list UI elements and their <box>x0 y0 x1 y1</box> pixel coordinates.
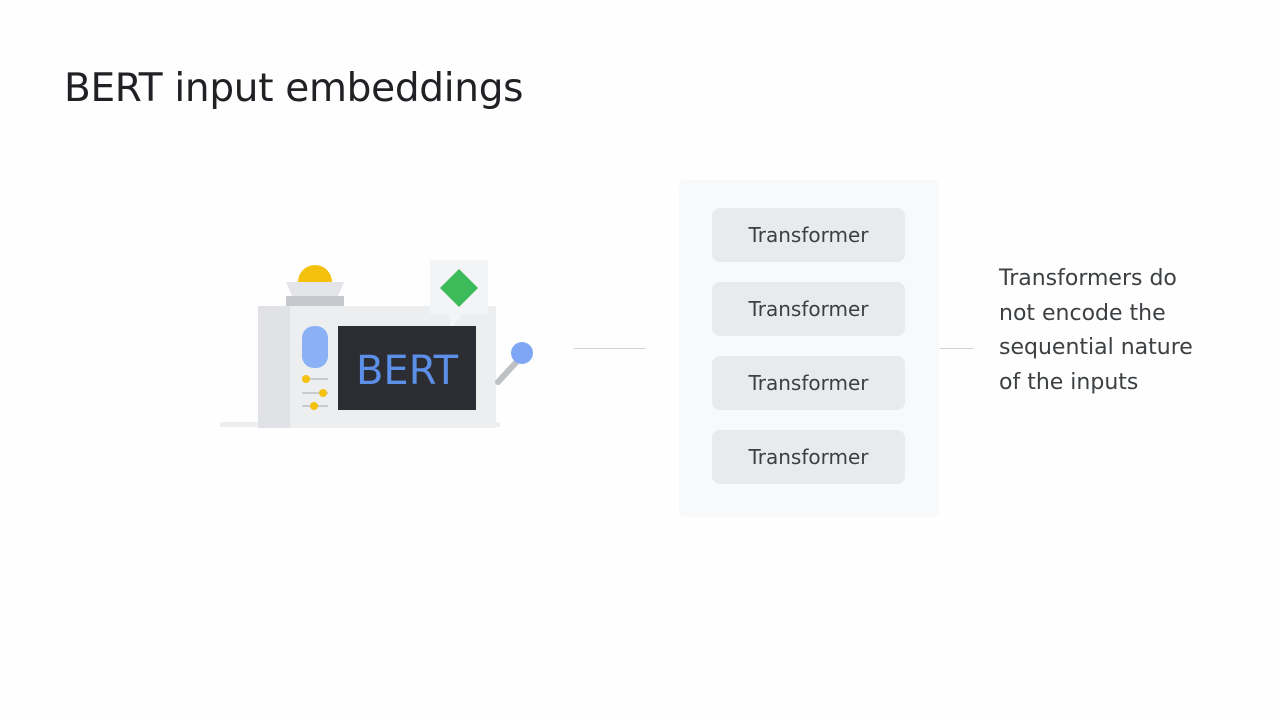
screen-label: BERT <box>356 348 459 394</box>
transformer-block: Transformer <box>712 208 905 262</box>
diamond-icon <box>440 269 478 307</box>
side-note: Transformers do not encode the sequentia… <box>999 266 1193 395</box>
bert-machine-graphic: BERT <box>220 260 533 428</box>
machine-screen <box>338 326 476 410</box>
knob-icon <box>511 342 533 364</box>
slide-title: BERT input embeddings <box>64 66 524 111</box>
connector-line-left <box>574 348 646 349</box>
slider-dot-icon <box>319 389 327 397</box>
transformer-block: Transformer <box>712 356 905 410</box>
transformer-stack: Transformer Transformer Transformer Tran… <box>679 180 939 517</box>
pill-indicator <box>302 326 328 368</box>
bert-machine-illustration: BERT <box>210 250 550 440</box>
connector-line-right <box>940 348 974 349</box>
transformer-block: Transformer <box>712 282 905 336</box>
transformer-block: Transformer <box>712 430 905 484</box>
slider-dot-icon <box>302 375 310 383</box>
slider-dot-icon <box>310 402 318 410</box>
lamp-icon <box>298 265 332 282</box>
lamp-base <box>286 282 344 296</box>
machine-side <box>258 306 290 428</box>
lamp-neck <box>286 296 344 306</box>
